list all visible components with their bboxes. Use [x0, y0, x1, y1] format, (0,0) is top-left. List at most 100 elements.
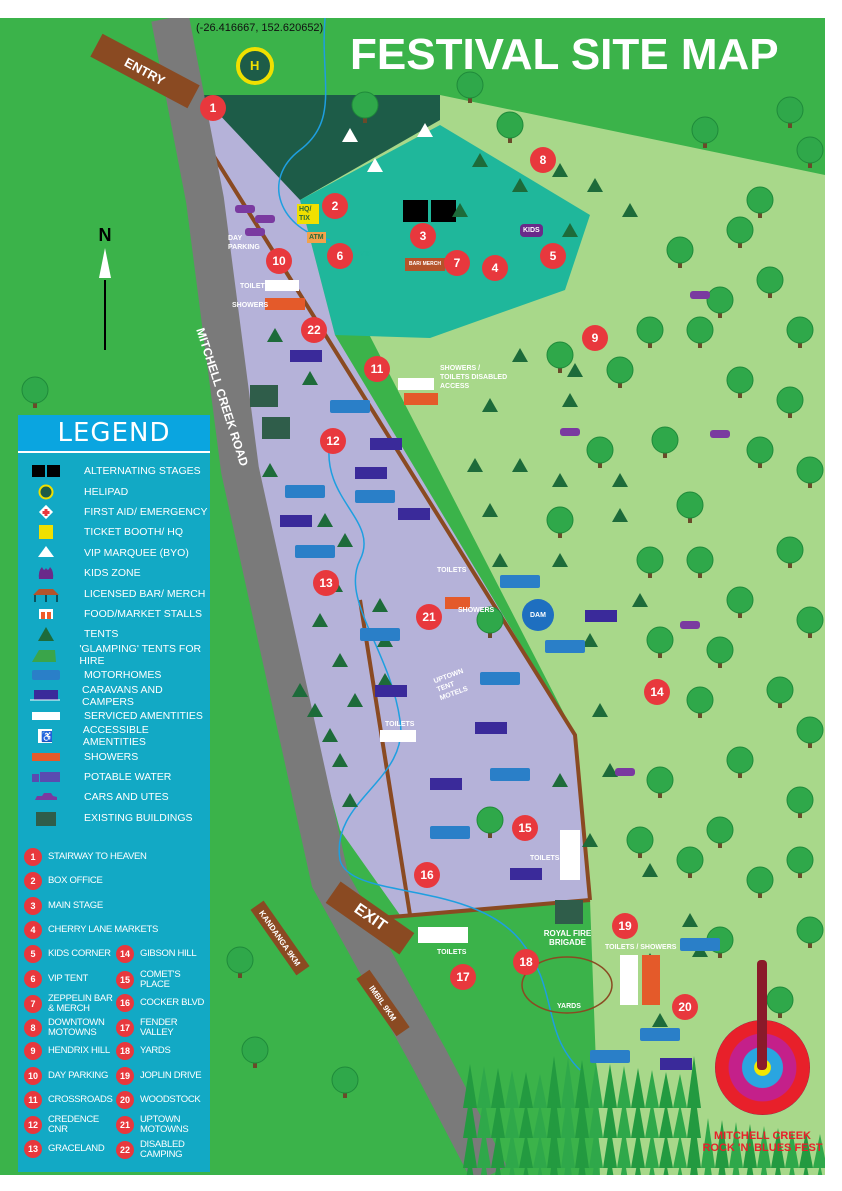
pine-tree-icon — [477, 1066, 491, 1108]
tree-icon — [726, 746, 754, 774]
marker-2[interactable]: 2 — [322, 193, 348, 219]
area-number-badge: 3 — [24, 896, 42, 915]
amenities-icon — [28, 708, 64, 724]
amenities-icon — [380, 730, 416, 742]
legend-item-label: FIRST AID/ EMERGENCY — [84, 505, 208, 518]
tent-icon — [342, 128, 358, 142]
marker-14[interactable]: 14 — [644, 679, 670, 705]
tree-icon — [776, 96, 804, 124]
marker-9[interactable]: 9 — [582, 325, 608, 351]
area-name: STAIRWAY TO HEAVEN — [48, 851, 147, 862]
pine-tree-icon — [645, 1130, 659, 1168]
car-icon — [615, 768, 635, 776]
marker-11[interactable]: 11 — [364, 356, 390, 382]
stage-icon — [28, 463, 64, 479]
area-name: DOWNTOWN MOTOWNS — [48, 1017, 105, 1039]
pine-tree-icon — [523, 1162, 529, 1175]
legend-item: HELIPAD — [18, 481, 210, 501]
marker-15[interactable]: 15 — [512, 815, 538, 841]
legend-item: VIP MARQUEE (BYO) — [18, 543, 210, 563]
legend-item-label: SHOWERS — [84, 750, 139, 763]
pine-tree-icon — [463, 1124, 477, 1168]
marker-22[interactable]: 22 — [301, 317, 327, 343]
tent-icon — [337, 533, 353, 547]
marker-13[interactable]: 13 — [313, 570, 339, 596]
existing-building — [250, 385, 278, 407]
marker-8[interactable]: 8 — [530, 147, 556, 173]
motorhome-icon — [360, 628, 400, 641]
hq-tix-label: HQ/ TIX — [297, 204, 319, 224]
marker-19[interactable]: 19 — [612, 913, 638, 939]
pine-tree-icon — [785, 1130, 799, 1168]
festival-logo — [705, 960, 820, 1125]
area-name: DISABLED CAMPING — [140, 1138, 185, 1160]
vehicles-and-facilities — [235, 205, 730, 1070]
tent-icon — [602, 763, 618, 777]
marker-18[interactable]: 18 — [513, 949, 539, 975]
pine-tree-icon — [575, 1090, 589, 1138]
legend-item-label: CARAVANS AND CAMPERS — [82, 683, 163, 708]
pine-tree-icon — [491, 1068, 505, 1108]
area-name: CREDENCE CNR — [48, 1114, 99, 1136]
tent-icon — [317, 513, 333, 527]
pine-tree-icon — [673, 1104, 687, 1138]
area-name: MAIN STAGE — [48, 899, 103, 911]
tent-icon — [582, 833, 598, 847]
camping-zone — [190, 110, 590, 915]
marker-6[interactable]: 6 — [327, 243, 353, 269]
tree-icon — [796, 456, 824, 484]
pine-tree-icon — [659, 1132, 673, 1168]
toilets-label: TOILETS — [385, 721, 415, 728]
marker-20[interactable]: 20 — [672, 994, 698, 1020]
marker-4[interactable]: 4 — [482, 255, 508, 281]
marker-17[interactable]: 17 — [450, 964, 476, 990]
helipad-label: H — [250, 58, 260, 73]
marker-12[interactable]: 12 — [320, 428, 346, 454]
tent-icon — [262, 463, 278, 477]
caravan-icon — [510, 868, 542, 880]
legend-item-label: ALTERNATING STAGES — [84, 465, 201, 478]
area-list-item: 3 MAIN STAGE — [24, 896, 204, 915]
tree-icon — [666, 236, 694, 264]
pine-tree-icon — [701, 1118, 715, 1168]
caravan-icon — [290, 350, 322, 362]
legend-item: LICENSED BAR/ MERCH — [18, 583, 210, 603]
atm-label: ATM — [307, 232, 326, 243]
tree-icon — [726, 366, 754, 394]
marker-21[interactable]: 21 — [416, 604, 442, 630]
marker-10[interactable]: 10 — [266, 248, 292, 274]
marker-16[interactable]: 16 — [414, 862, 440, 888]
marker-1[interactable]: 1 — [200, 95, 226, 121]
amenities-icon — [265, 280, 299, 291]
pine-tree-icon — [477, 1096, 491, 1138]
showers-icon — [642, 955, 660, 1005]
legend-item: FIRST AID/ EMERGENCY — [18, 502, 210, 522]
area-name: GRACELAND — [48, 1142, 105, 1154]
area-name: BOX OFFICE — [48, 875, 103, 887]
building-icon — [28, 810, 64, 826]
motorhome-icon — [545, 640, 585, 653]
pine-tree-icon — [631, 1068, 645, 1108]
legend-item-label: HELIPAD — [84, 485, 129, 498]
tent-icon — [652, 1013, 668, 1027]
tree-icon — [691, 116, 719, 144]
amenities-icon — [418, 927, 468, 943]
toilets-label: TOILETS — [240, 283, 270, 290]
pine-tree-icon — [463, 1094, 477, 1138]
yards-label: YARDS — [557, 1003, 581, 1010]
marker-5[interactable]: 5 — [540, 243, 566, 269]
tent-icon — [567, 363, 583, 377]
motorhome-icon — [500, 575, 540, 588]
showers-icon — [445, 597, 470, 609]
area-number-badge: 8 — [24, 1019, 42, 1038]
festival-logo-text: MITCHELL CREEK ROCK 'N' BLUES FEST — [700, 1130, 825, 1154]
marker-7[interactable]: 7 — [444, 250, 470, 276]
pine-tree-icon — [813, 1134, 825, 1168]
area-name: HENDRIX HILL — [48, 1045, 110, 1057]
marker-3[interactable]: 3 — [410, 223, 436, 249]
festival-zone — [300, 125, 590, 338]
pine-tree-icon — [718, 1150, 726, 1175]
pine-tree-icon — [789, 1160, 795, 1175]
